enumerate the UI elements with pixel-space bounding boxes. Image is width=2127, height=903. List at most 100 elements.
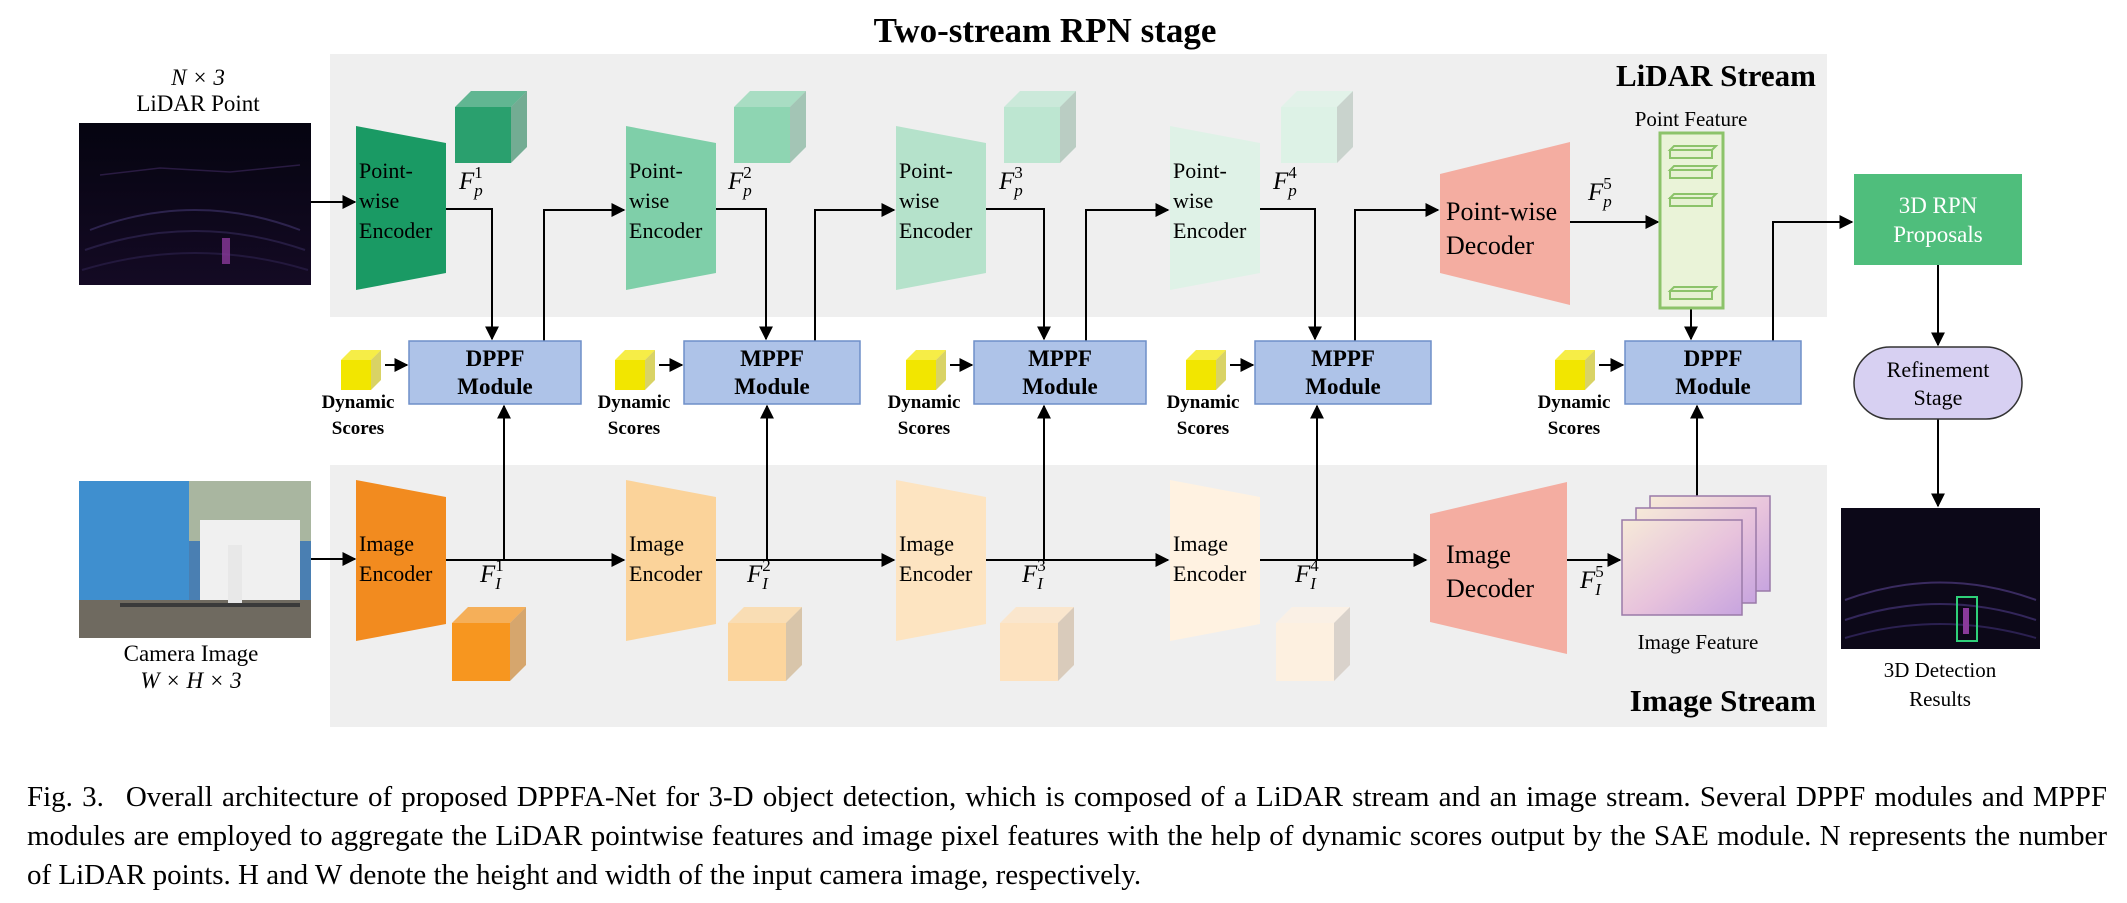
- fusion-module-4: [1254, 340, 1432, 405]
- fusion-module-label: MPPF: [740, 346, 804, 371]
- image-decoder-label: Decoder: [1446, 574, 1534, 603]
- dynamic-scores-label: Scores: [898, 418, 950, 439]
- point-encoder-label: Point-: [629, 158, 683, 183]
- image-encoder-label: Encoder: [899, 561, 973, 586]
- fusion-module-5: [1624, 340, 1802, 405]
- fusion-module-label: Module: [734, 374, 809, 399]
- dynamic-scores-label: Dynamic: [1538, 392, 1611, 413]
- detection-results-label: 3D Detection: [1884, 658, 1997, 682]
- figure-number: Fig. 3.: [27, 781, 104, 813]
- module-to-rpn-arrow: [1772, 215, 1854, 341]
- point-to-module-arrow-4: [1260, 208, 1322, 341]
- image-decoder: [1430, 482, 1567, 654]
- dynamic-scores-cube-1: [341, 350, 381, 390]
- point-encoder-label: Point-: [1173, 158, 1227, 183]
- detection-results-image: [1841, 508, 2040, 649]
- fusion-module-label: DPPF: [466, 346, 525, 371]
- image-feature-cube-1: [452, 607, 526, 681]
- dynamic-scores-label: Scores: [1177, 418, 1229, 439]
- fusion-module-label: Module: [1675, 374, 1750, 399]
- point-feature-cube-1: [455, 91, 527, 163]
- point-encoder-3: [896, 126, 986, 290]
- camera-input-size: W × H × 3: [140, 668, 241, 693]
- fusion-module-1: [408, 340, 582, 405]
- image-encoder-label: Image: [629, 531, 684, 556]
- dynamic-scores-label: Scores: [1548, 418, 1600, 439]
- point-feature-cube-2: [734, 91, 806, 163]
- caption-text: Overall architecture of proposed DPPFA-N…: [27, 781, 2108, 891]
- dynamic-scores-cube-2: [615, 350, 655, 390]
- fusion-module-3: [973, 340, 1147, 405]
- module-to-point-arrow-3: [1085, 203, 1170, 341]
- figure-caption: Fig. 3.Overall architecture of proposed …: [27, 778, 2107, 895]
- image-feature-cube-2: [728, 607, 802, 681]
- point-feature-stack: [1658, 131, 1725, 310]
- fusion-module-label: MPPF: [1311, 346, 1375, 371]
- dynamic-scores-cube-5: [1555, 350, 1595, 390]
- dynamic-scores-cube-3: [906, 350, 946, 390]
- image-encoder-4: [1170, 480, 1260, 641]
- lidar-input-size: N × 3: [170, 65, 225, 90]
- point-to-module-arrow-1: [446, 208, 499, 341]
- dynamic-scores-label: Scores: [608, 418, 660, 439]
- point-encoder-1: [356, 126, 446, 290]
- refinement-stage-label: Stage: [1914, 385, 1963, 410]
- point-to-module-arrow-3: [986, 208, 1051, 341]
- rpn-proposals-label: 3D RPN: [1899, 193, 1978, 218]
- image-encoder-label: Encoder: [1173, 561, 1247, 586]
- point-encoder-2: [626, 126, 716, 290]
- point-encoder-4: [1170, 126, 1260, 290]
- image-feature-cube-4: [1276, 607, 1350, 681]
- rpn-proposals-box: [1854, 174, 2022, 265]
- point-feature-cube-4: [1281, 91, 1353, 163]
- lidar-stream-label: LiDAR Stream: [1616, 58, 1816, 93]
- fusion-module-label: Module: [1305, 374, 1380, 399]
- image-encoder-1: [356, 480, 446, 641]
- point-to-module-arrow-2: [716, 208, 773, 341]
- point-decoder-label: Decoder: [1446, 231, 1534, 260]
- module-to-point-arrow-4: [1354, 203, 1440, 341]
- point-decoder: [1440, 142, 1570, 305]
- image-stream-panel: [330, 465, 1827, 727]
- dynamic-scores-label: Dynamic: [888, 392, 961, 413]
- camera-image: [79, 481, 311, 638]
- fusion-module-label: MPPF: [1028, 346, 1092, 371]
- image-encoder-3: [896, 480, 986, 641]
- point-encoder-label: Encoder: [1173, 218, 1247, 243]
- module-to-point-arrow-1: [543, 203, 626, 341]
- image-encoder-label: Image: [899, 531, 954, 556]
- image-decoder-label: Image: [1446, 540, 1511, 569]
- point-feature-label: Point Feature: [1635, 107, 1748, 131]
- image-encoder-label: Image: [359, 531, 414, 556]
- point-encoder-label: wise: [359, 188, 399, 213]
- diagram-title: Two-stream RPN stage: [874, 11, 1217, 50]
- fusion-module-2: [683, 340, 861, 405]
- dynamic-scores-label: Scores: [332, 418, 384, 439]
- lidar-stream-panel: [330, 54, 1827, 317]
- point-encoder-label: Point-: [899, 158, 953, 183]
- point-encoder-label: Encoder: [359, 218, 433, 243]
- point-feature-cube-3: [1004, 91, 1076, 163]
- refinement-stage-label: Refinement: [1887, 357, 1990, 382]
- architecture-diagram: Two-stream RPN stage LiDAR Stream Image …: [79, 11, 2040, 727]
- point-encoder-label: Point-: [359, 158, 413, 183]
- refinement-stage-box: [1853, 346, 2023, 420]
- image-feature-cube-3: [1000, 607, 1074, 681]
- fusion-module-label: Module: [457, 374, 532, 399]
- image-feature-label: Image Feature: [1638, 630, 1759, 654]
- fusion-module-label: Module: [1022, 374, 1097, 399]
- point-encoder-label: Encoder: [629, 218, 703, 243]
- dynamic-scores-label: Dynamic: [598, 392, 671, 413]
- point-encoder-label: wise: [629, 188, 669, 213]
- rpn-proposals-label: Proposals: [1893, 222, 1983, 247]
- module-to-point-arrow-2: [814, 203, 896, 341]
- lidar-input-label: LiDAR Point: [136, 91, 260, 116]
